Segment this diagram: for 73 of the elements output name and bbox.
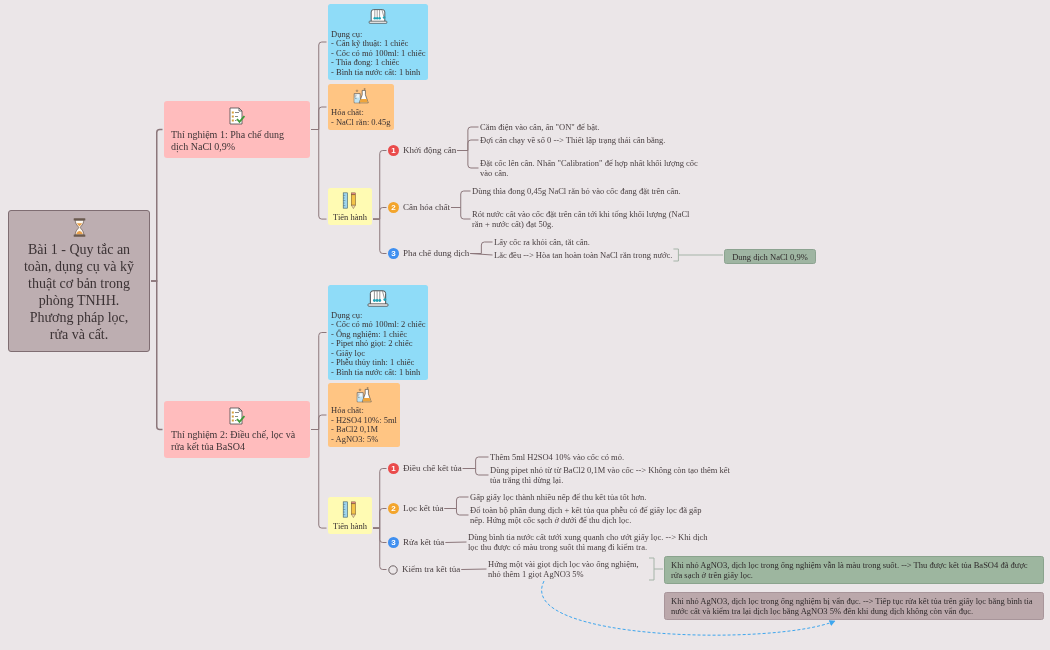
list-item: - Bình tia nước cất: 1 bình	[331, 67, 422, 77]
list-item: - Cốc có mỏ 100ml: 2 chiếc	[331, 320, 426, 329]
list-item: - Pipet nhỏ giọt: 2 chiếc	[331, 339, 414, 349]
step-note: Gấp giấy lọc thành nhiều nếp để thu kết tủa tốt hơn.	[470, 492, 647, 502]
central-topic	[8, 210, 150, 352]
list-item: - Giấy lọc	[331, 348, 366, 358]
topic-title: Thí nghiệm 1: Pha chế dung dịch NaCl 0,9%	[171, 129, 286, 153]
step-note: Thêm 5ml H2SO4 10% vào cốc có mỏ.	[490, 452, 625, 462]
step-note: Đợi cân chạy về số 0 --> Thiết lập trạng thái cân bằng.	[480, 135, 666, 145]
step-note: Dùng pipet nhỏ từ từ BaCl2 0,1M vào cốc --> Không còn tạo thêm kết tủa trắng thì dừng lại.	[490, 465, 730, 485]
list-item: - Thìa đong: 1 chiếc	[331, 58, 401, 68]
card-title: Tiến hành	[332, 521, 368, 531]
info-card	[328, 188, 372, 225]
step-label: Rửa kết tủa	[403, 537, 445, 548]
topic-card	[164, 401, 310, 458]
list-item: - BaCl2 0,1M	[331, 425, 379, 435]
connector-line	[444, 541, 467, 543]
step-note: Hứng một vài giọt dịch lọc vào ống nghiệm, nhỏ thêm 1 giọt AgNO3 5%	[488, 559, 648, 579]
step-label: Kiểm tra kết tủa	[402, 564, 461, 575]
step-note: Lấy cốc ra khỏi cân, tắt cân.	[494, 237, 590, 247]
info-card	[328, 84, 394, 130]
connector-line	[462, 468, 489, 476]
step-note: Dùng bình tia nước cất tưới xung quanh cho ướt giấy lọc. --> Khi dịch lọc thu được có màu trong suốt thì mang đi kiểm tra.	[468, 532, 708, 552]
connector-line	[456, 150, 479, 169]
step-label: Cân hóa chất	[403, 202, 450, 213]
connector-line	[310, 129, 327, 220]
list-item: - Ống nghiệm: 1 chiếc	[331, 329, 408, 339]
step-label: Pha chế dung dịch	[403, 248, 470, 259]
card-title: Tiến hành	[332, 212, 368, 222]
list-item: - Cân kỹ thuật: 1 chiếc	[331, 39, 410, 49]
result-note: Khi nhỏ AgNO3, dịch lọc trong ống nghiệm bị vẩn đục. --> Tiếp tục rửa kết tủa trên giấy lọc bằng bình tia nước cất và kiểm tra lại dịch lọc bằng AgNO3 5% đến khi dung dịch không còn vẩn đục.	[664, 592, 1044, 620]
step-number: 3	[388, 537, 399, 548]
curved-arrow	[541, 580, 836, 636]
info-card	[328, 4, 429, 80]
step-label: Khởi động cân	[403, 145, 457, 156]
topic-title: Thí nghiệm 2: Điều chế, lọc và rửa kết tủa BaSO4	[171, 429, 297, 453]
bracket-connector	[672, 248, 724, 262]
connector-line	[450, 207, 471, 220]
step-label: Lọc kết tủa	[403, 503, 444, 514]
info-card	[328, 497, 372, 534]
step-label: Điều chế kết tủa	[403, 463, 462, 474]
connector-line	[310, 429, 327, 529]
step-number: 1	[388, 145, 399, 156]
step-number: 2	[388, 503, 399, 514]
list-item: - Phễu thủy tinh: 1 chiếc	[331, 358, 416, 368]
topic-card	[164, 101, 310, 158]
connector-line	[444, 508, 469, 516]
list-item: - AgNO3: 5%	[331, 434, 380, 444]
step-number: 2	[388, 202, 399, 213]
step-note: Đặt cốc lên cân. Nhấn "Calibration" để hợp nhất khối lượng cốc vào cân.	[480, 158, 700, 178]
step-note: Lắc đều --> Hòa tan hoàn toàn NaCl rắn trong nước.	[494, 250, 673, 260]
section-heading: Hóa chất:	[331, 406, 365, 416]
connector-line	[469, 253, 493, 256]
info-card	[328, 383, 400, 447]
connector-line	[460, 568, 487, 570]
result-note: Dung dịch NaCl 0,9%	[724, 249, 816, 264]
list-item: - NaCl rắn: 0.45g	[331, 117, 391, 127]
result-note: Khi nhỏ AgNO3, dịch lọc trong ống nghiệm vẫn là màu trong suốt. --> Thu được kết tủa BaSO4 đã được rửa sạch ở trên giấy lọc.	[664, 556, 1044, 584]
central-topic-title: Bài 1 - Quy tắc an toàn, dụng cụ và kỹ thuật cơ bản trong phòng TNHH. Phương pháp lọc, rửa và cất.	[23, 240, 135, 343]
list-item: - Cốc có mỏ 100ml: 1 chiếc	[331, 48, 426, 58]
step-number: 3	[388, 248, 399, 259]
info-card	[328, 285, 429, 380]
step-note: Rót nước cất vào cốc đặt trên cân tới khi tổng khối lượng (NaCl rắn + nước cất) đạt 50g.	[472, 209, 692, 229]
bracket-connector	[648, 557, 664, 581]
list-item: - H2SO4 10%: 5ml	[331, 415, 397, 425]
step-note: Đổ toàn bộ phần dung dịch + kết tủa qua phễu có để giấy lọc đã gấp nếp. Hứng một cốc sạch ở dưới để thu dịch lọc.	[470, 505, 710, 525]
section-heading: Dụng cụ:	[331, 29, 364, 39]
step-number: 1	[388, 463, 399, 474]
section-heading: Dụng cụ:	[331, 310, 364, 320]
step-note: Dùng thìa đong 0,45g NaCl rắn bỏ vào cốc đang đặt trên cân.	[472, 186, 681, 196]
step-note: Cắm điện vào cân, ấn "ON" để bật.	[480, 122, 600, 132]
section-heading: Hóa chất:	[331, 108, 365, 118]
list-item: - Bình tia nước cất: 1 bình	[331, 367, 422, 377]
